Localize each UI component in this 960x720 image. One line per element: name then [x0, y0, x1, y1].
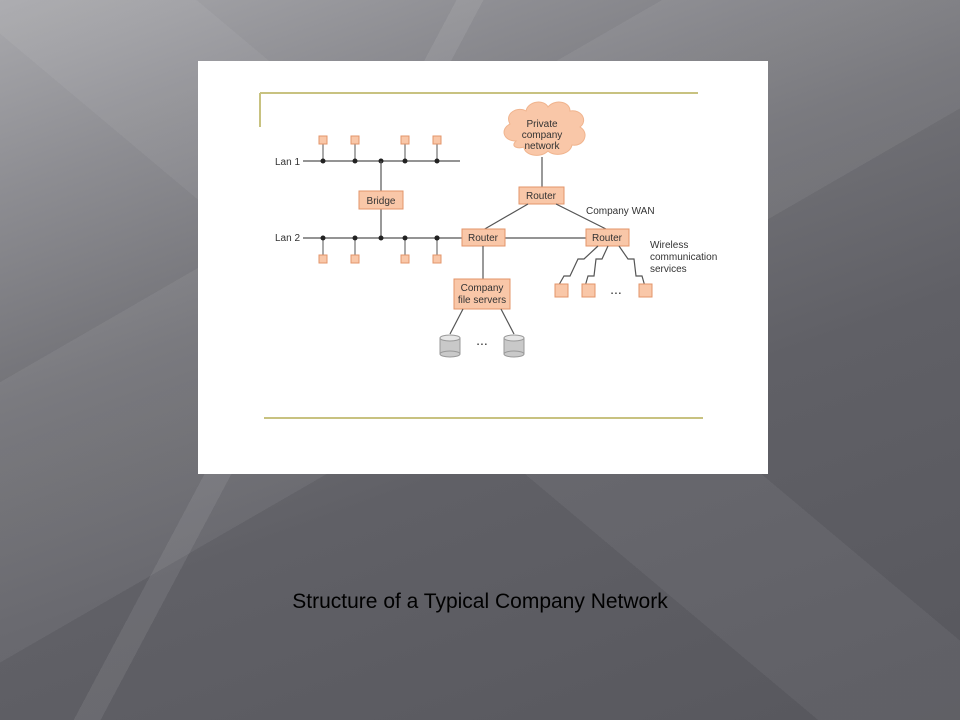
router-top-label: Router	[526, 191, 557, 202]
lan2-label: Lan 2	[275, 233, 300, 244]
disk-right-icon	[503, 334, 525, 358]
servers-label-line2: file servers	[458, 295, 506, 306]
router-top: Router	[518, 186, 565, 205]
servers-label-line1: Company	[461, 283, 504, 294]
lan2-hosts	[318, 235, 442, 264]
company-wan-label: Company WAN	[586, 206, 655, 217]
cloud-label-line1: Private	[526, 119, 558, 130]
disks-ellipsis: ...	[476, 332, 488, 348]
wireless-devices	[554, 283, 653, 298]
network-diagram-panel: Lan 1 Bridge Lan 2	[198, 61, 768, 474]
wireless-services-label: Wireless communication services	[650, 240, 717, 275]
top-accent-rule	[259, 92, 698, 127]
router-left: Router	[461, 228, 506, 247]
slide-caption: Structure of a Typical Company Network	[292, 590, 668, 613]
router-right-label: Router	[592, 233, 623, 244]
bridge-node: Bridge	[358, 190, 404, 210]
wireless-links	[555, 245, 647, 291]
wireless-label-line1: Wireless	[650, 240, 688, 251]
router-right: Router	[585, 228, 630, 247]
disk-left-icon	[439, 334, 461, 358]
bridge-label: Bridge	[367, 196, 396, 207]
file-servers-node: Company file servers	[453, 278, 511, 310]
lan1-label: Lan 1	[275, 157, 300, 168]
wireless-label-line3: services	[650, 264, 687, 275]
lan1-hosts	[318, 135, 442, 164]
wireless-ellipsis: ...	[610, 281, 622, 297]
router-left-label: Router	[468, 233, 499, 244]
wireless-label-line2: communication	[650, 252, 717, 263]
cloud-label-line2: company	[522, 130, 563, 141]
network-diagram: Lan 1 Bridge Lan 2	[259, 92, 717, 419]
private-network-cloud: Private company network	[503, 101, 586, 156]
cloud-label-line3: network	[524, 141, 560, 152]
